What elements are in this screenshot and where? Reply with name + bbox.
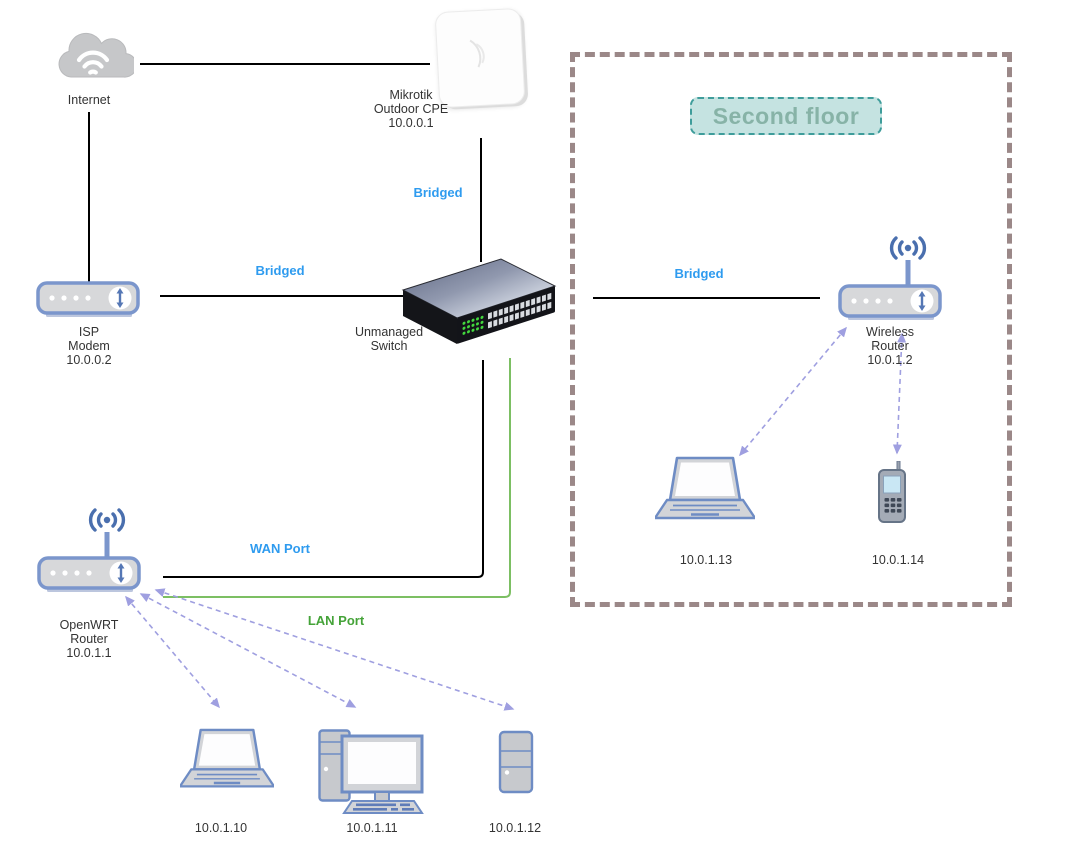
laptop-2f-node[interactable] <box>653 456 757 529</box>
mobile-phone-icon <box>878 460 906 523</box>
internet-label: Internet <box>67 93 111 107</box>
openwrt-router-node[interactable] <box>37 494 141 603</box>
wire-switch-owrt-wan <box>163 360 484 578</box>
cloud-wifi-icon <box>58 32 138 78</box>
wifi-link-owrt-laptop <box>125 595 220 709</box>
server-1f-label: 10.0.1.12 <box>488 821 542 835</box>
desktop-computer-icon <box>318 729 424 814</box>
second-floor-zone-label[interactable]: Second floor <box>690 97 882 135</box>
openwrt-router-icon <box>37 508 141 592</box>
switch-label: Unmanaged Switch <box>354 325 424 353</box>
openwrt-router-label: OpenWRT Router 10.0.1.1 <box>59 618 119 660</box>
internet-cloud-node[interactable] <box>50 24 138 89</box>
wifi-link-owrt-server <box>154 588 515 711</box>
unmanaged-switch-node[interactable] <box>397 256 559 353</box>
switch-icon <box>401 258 557 344</box>
cpe-label: Mikrotik Outdoor CPE 10.0.0.1 <box>373 88 449 130</box>
modem-icon <box>36 281 140 317</box>
wireless-router-node[interactable] <box>838 222 942 331</box>
wifi-link-owrt-desktop <box>139 593 357 708</box>
isp-modem-node[interactable] <box>36 281 140 326</box>
mikrotik-cpe-node[interactable] <box>434 7 526 109</box>
edge-label-lan-port: LAN Port <box>307 613 365 628</box>
second-floor-zone <box>570 52 1012 607</box>
wire-switch-owrt-lan <box>163 358 511 598</box>
laptop-1f-label: 10.0.1.10 <box>194 821 248 835</box>
phone-2f-label: 10.0.1.14 <box>871 553 925 567</box>
edge-label-bridged-wrouter: Bridged <box>674 266 724 281</box>
server-1f-node[interactable] <box>498 730 534 799</box>
wireless-router-icon <box>838 236 942 320</box>
laptop-1f-node[interactable] <box>178 728 276 797</box>
mikrotik-logo-icon <box>469 39 485 68</box>
edge-label-bridged-cpe: Bridged <box>413 185 463 200</box>
laptop-icon <box>178 728 276 788</box>
isp-modem-label: ISP Modem 10.0.0.2 <box>66 325 112 367</box>
laptop-icon <box>653 456 757 520</box>
desktop-1f-label: 10.0.1.11 <box>346 821 398 835</box>
edge-label-bridged-modem: Bridged <box>255 263 305 278</box>
phone-2f-node[interactable] <box>876 460 910 530</box>
tower-pc-icon <box>498 730 534 794</box>
desktop-1f-node[interactable] <box>318 729 426 820</box>
edge-label-wan-port: WAN Port <box>250 541 310 556</box>
wireless-router-label: Wireless Router 10.0.1.2 <box>866 325 914 367</box>
laptop-2f-label: 10.0.1.13 <box>679 553 733 567</box>
